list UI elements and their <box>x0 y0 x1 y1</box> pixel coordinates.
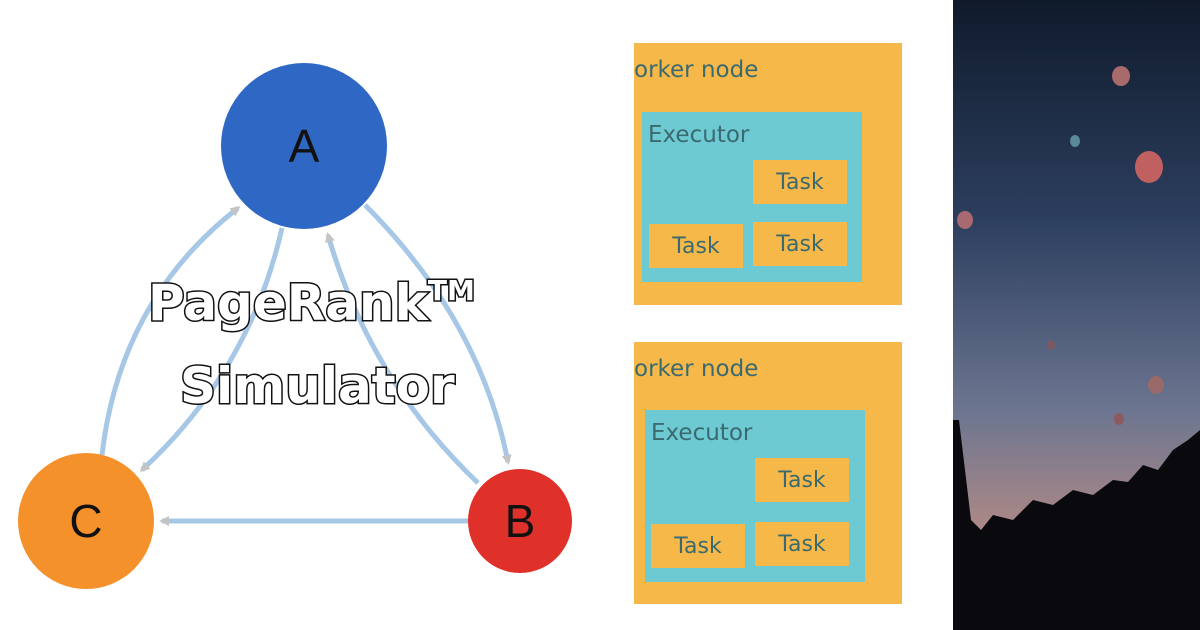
title-line-2: Simulator <box>180 357 455 415</box>
worker-node-label: orker node <box>634 356 759 382</box>
node-a-circle <box>221 63 387 229</box>
edge-a-to-b <box>363 203 512 465</box>
task-box: Task <box>753 160 847 204</box>
node-b-circle <box>468 469 572 573</box>
edge-b-to-a <box>325 232 480 485</box>
node-c-circle <box>18 453 154 589</box>
task-box: Task <box>651 524 745 568</box>
worker-node-label: orker node <box>634 57 759 83</box>
worker-node-1: orker node Executor Task Task Task <box>634 43 902 305</box>
balloon-icon <box>957 66 1164 425</box>
executor-box: Executor Task Task Task <box>645 410 865 582</box>
title-line-1: PageRankTM <box>148 274 475 332</box>
task-box: Task <box>649 224 743 268</box>
executor-box: Executor Task Task Task <box>642 112 862 282</box>
node-c-label: C <box>69 495 102 547</box>
balloon-sky-photo <box>953 0 1200 630</box>
edge-a-to-c <box>139 227 285 473</box>
task-box: Task <box>755 522 849 566</box>
node-b-label: B <box>505 495 536 547</box>
task-box: Task <box>755 458 849 502</box>
pagerank-graph: A B C PageRankTM Simulator <box>18 63 572 589</box>
node-b: B <box>468 469 572 573</box>
executor-label: Executor <box>651 420 753 446</box>
title-trademark: TM <box>428 274 475 307</box>
node-c: C <box>18 453 154 589</box>
node-a-label: A <box>289 120 320 172</box>
title-pagerank: PageRank <box>148 274 430 332</box>
task-box: Task <box>753 222 847 266</box>
node-a: A <box>221 63 387 229</box>
edge-c-to-a <box>99 206 241 456</box>
executor-label: Executor <box>648 122 750 148</box>
tree-silhouette <box>953 420 1200 630</box>
worker-node-2: orker node Executor Task Task Task <box>634 342 902 604</box>
